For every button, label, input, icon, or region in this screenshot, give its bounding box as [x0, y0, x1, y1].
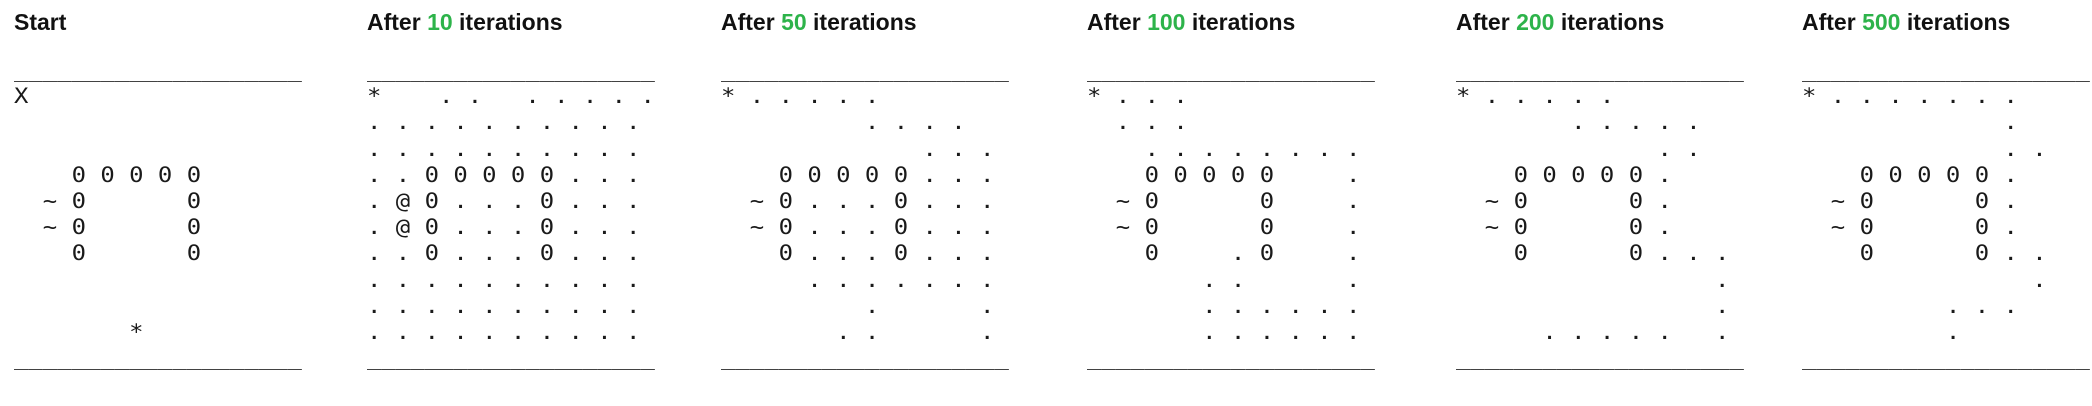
- ascii-grid: ____________________ * . . . . . . . . .…: [367, 58, 655, 371]
- panel-after-200: After 200 iterations ___________________…: [1456, 0, 1786, 406]
- ascii-grid: ____________________ * . . . . . . . . .…: [721, 58, 1009, 371]
- title-suffix: iterations: [1900, 9, 2011, 35]
- panel-after-500: After 500 iterations ___________________…: [1802, 0, 2092, 406]
- ascii-grid: ____________________ * . . . . . . . . .…: [1802, 58, 2090, 371]
- panel-after-100: After 100 iterations ___________________…: [1087, 0, 1417, 406]
- iteration-count: 100: [1147, 9, 1186, 35]
- panel-title: After 100 iterations: [1087, 6, 1295, 38]
- panel-title: After 50 iterations: [721, 6, 917, 38]
- title-suffix: iterations: [1554, 9, 1665, 35]
- panel-start: Start ____________________ X 0 0 0 0 0 ~…: [14, 0, 344, 406]
- title-suffix: iterations: [1185, 9, 1296, 35]
- title-prefix: After: [367, 9, 428, 35]
- panel-title: Start: [14, 6, 66, 38]
- iteration-count: 50: [781, 9, 807, 35]
- title-prefix: After: [1087, 9, 1148, 35]
- panel-title: After 200 iterations: [1456, 6, 1664, 38]
- iteration-count: 500: [1862, 9, 1901, 35]
- ascii-grid: ____________________ * . . . . . . . . .…: [1456, 58, 1744, 371]
- title-prefix: Start: [14, 9, 67, 35]
- title-suffix: iterations: [452, 9, 563, 35]
- iteration-count: 200: [1516, 9, 1555, 35]
- panel-after-10: After 10 iterations ____________________…: [367, 0, 697, 406]
- iteration-count: 10: [427, 9, 453, 35]
- title-suffix: iterations: [806, 9, 917, 35]
- panel-title: After 10 iterations: [367, 6, 563, 38]
- panel-title: After 500 iterations: [1802, 6, 2010, 38]
- ascii-grid: ____________________ X 0 0 0 0 0 ~ 0 0 ~…: [14, 58, 302, 371]
- title-prefix: After: [721, 9, 782, 35]
- title-prefix: After: [1456, 9, 1517, 35]
- title-prefix: After: [1802, 9, 1863, 35]
- panel-after-50: After 50 iterations ____________________…: [721, 0, 1051, 406]
- ascii-grid: ____________________ * . . . . . . . . .…: [1087, 58, 1375, 371]
